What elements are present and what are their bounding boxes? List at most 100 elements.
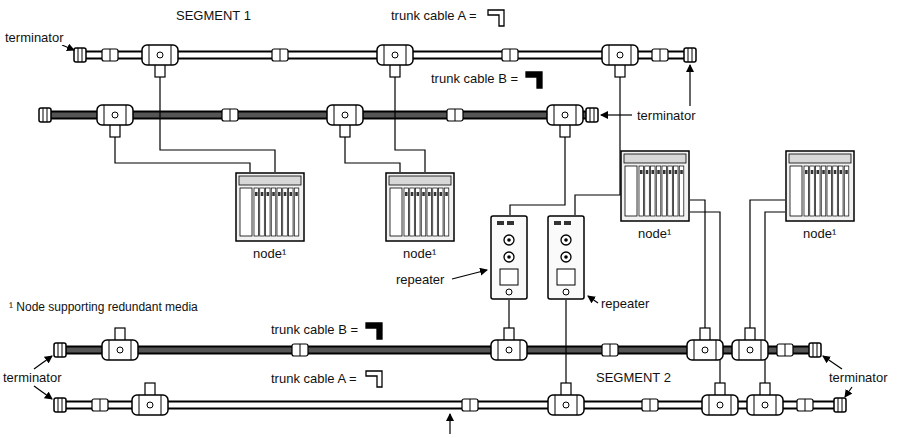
bnc-port [504, 235, 514, 245]
repeater-led [507, 221, 514, 225]
rack-module [266, 188, 271, 236]
tap [102, 328, 138, 360]
module-led [290, 192, 293, 196]
coupler [642, 399, 658, 411]
leader-line [689, 65, 690, 106]
rack-module [271, 188, 276, 236]
terminator [809, 343, 821, 357]
drop-cable [115, 77, 785, 383]
module-led [405, 192, 408, 196]
shape-outline [785, 150, 855, 222]
module-led [422, 192, 425, 196]
tap [602, 45, 638, 77]
leader-line [62, 45, 74, 50]
power-connector [557, 269, 575, 285]
rack-module [833, 166, 838, 216]
rack-module [404, 188, 409, 236]
rack-module [645, 166, 650, 216]
coupler [102, 49, 118, 61]
module-led [434, 192, 437, 196]
module-led [295, 192, 298, 196]
drop-cable [565, 300, 566, 383]
rack-frame [786, 151, 854, 221]
rack-module [444, 188, 449, 236]
module-led [428, 192, 431, 196]
rack-module [427, 188, 432, 236]
rack-top [789, 154, 851, 163]
coupler [272, 49, 288, 61]
module-led [411, 192, 414, 196]
cable-key-text: trunk cable A = [390, 8, 478, 23]
rack-module [679, 166, 684, 216]
module-led [680, 170, 683, 174]
shape-outline [235, 172, 305, 242]
node-label: node¹ [637, 226, 672, 241]
coupler [222, 109, 238, 121]
drop-cable [115, 137, 250, 172]
terminator [54, 398, 66, 412]
rack-frame [386, 173, 454, 241]
coupler [92, 399, 108, 411]
rack-module [656, 166, 661, 216]
rack-module [674, 166, 679, 216]
rack-frame [621, 151, 689, 221]
tap [327, 105, 363, 137]
coupler [447, 109, 463, 121]
module-led [817, 170, 820, 174]
tap [702, 383, 738, 415]
shape-outline [547, 215, 585, 300]
power-supply [390, 188, 402, 236]
repeater-module: repeater [547, 215, 585, 300]
rack-frame [236, 173, 304, 241]
repeater-led [497, 221, 504, 225]
repeater-led [564, 221, 571, 225]
rack-module [260, 188, 265, 236]
module-led [440, 192, 443, 196]
module-led [663, 170, 666, 174]
rack-module [439, 188, 444, 236]
rack-module [810, 166, 815, 216]
shape-outline [385, 172, 455, 242]
module-led [811, 170, 814, 174]
rack-module [639, 166, 644, 216]
coupler [602, 344, 618, 356]
module-led [272, 192, 275, 196]
terminator-label: terminator [4, 30, 65, 45]
mount-screw [563, 289, 569, 295]
coupler [777, 344, 793, 356]
power-supply [625, 166, 637, 216]
repeater-body [491, 216, 527, 299]
rack-top [239, 176, 301, 185]
tap [97, 45, 783, 415]
rack-module [421, 188, 426, 236]
leader-line [34, 356, 52, 369]
terminator-label: terminator [2, 370, 63, 385]
node-chassis: node¹ [385, 172, 455, 242]
module-led [267, 192, 270, 196]
drop-cable [508, 300, 509, 328]
drop-cable [510, 137, 565, 215]
cable-key-text: trunk cable A = [270, 371, 358, 386]
rack-module [839, 166, 844, 216]
module-led [675, 170, 678, 174]
rack-module [283, 188, 288, 236]
shape-outline [620, 150, 690, 222]
rack-module [254, 188, 259, 236]
tap [548, 383, 584, 415]
drop-cable [750, 200, 785, 328]
cable-symbol [366, 10, 542, 387]
tap [732, 328, 768, 360]
rack-module [821, 166, 826, 216]
cable-symbol [526, 72, 542, 88]
module-led [284, 192, 287, 196]
leader-line [452, 270, 487, 279]
rack-module [816, 166, 821, 216]
cable-symbol [366, 371, 382, 387]
node-label: node¹ [252, 246, 287, 261]
bnc-port [564, 255, 568, 259]
node-chassis: node¹ [620, 150, 690, 222]
module-led [669, 170, 672, 174]
shape-outline [490, 215, 528, 300]
node-chassis: node¹ [785, 150, 855, 222]
